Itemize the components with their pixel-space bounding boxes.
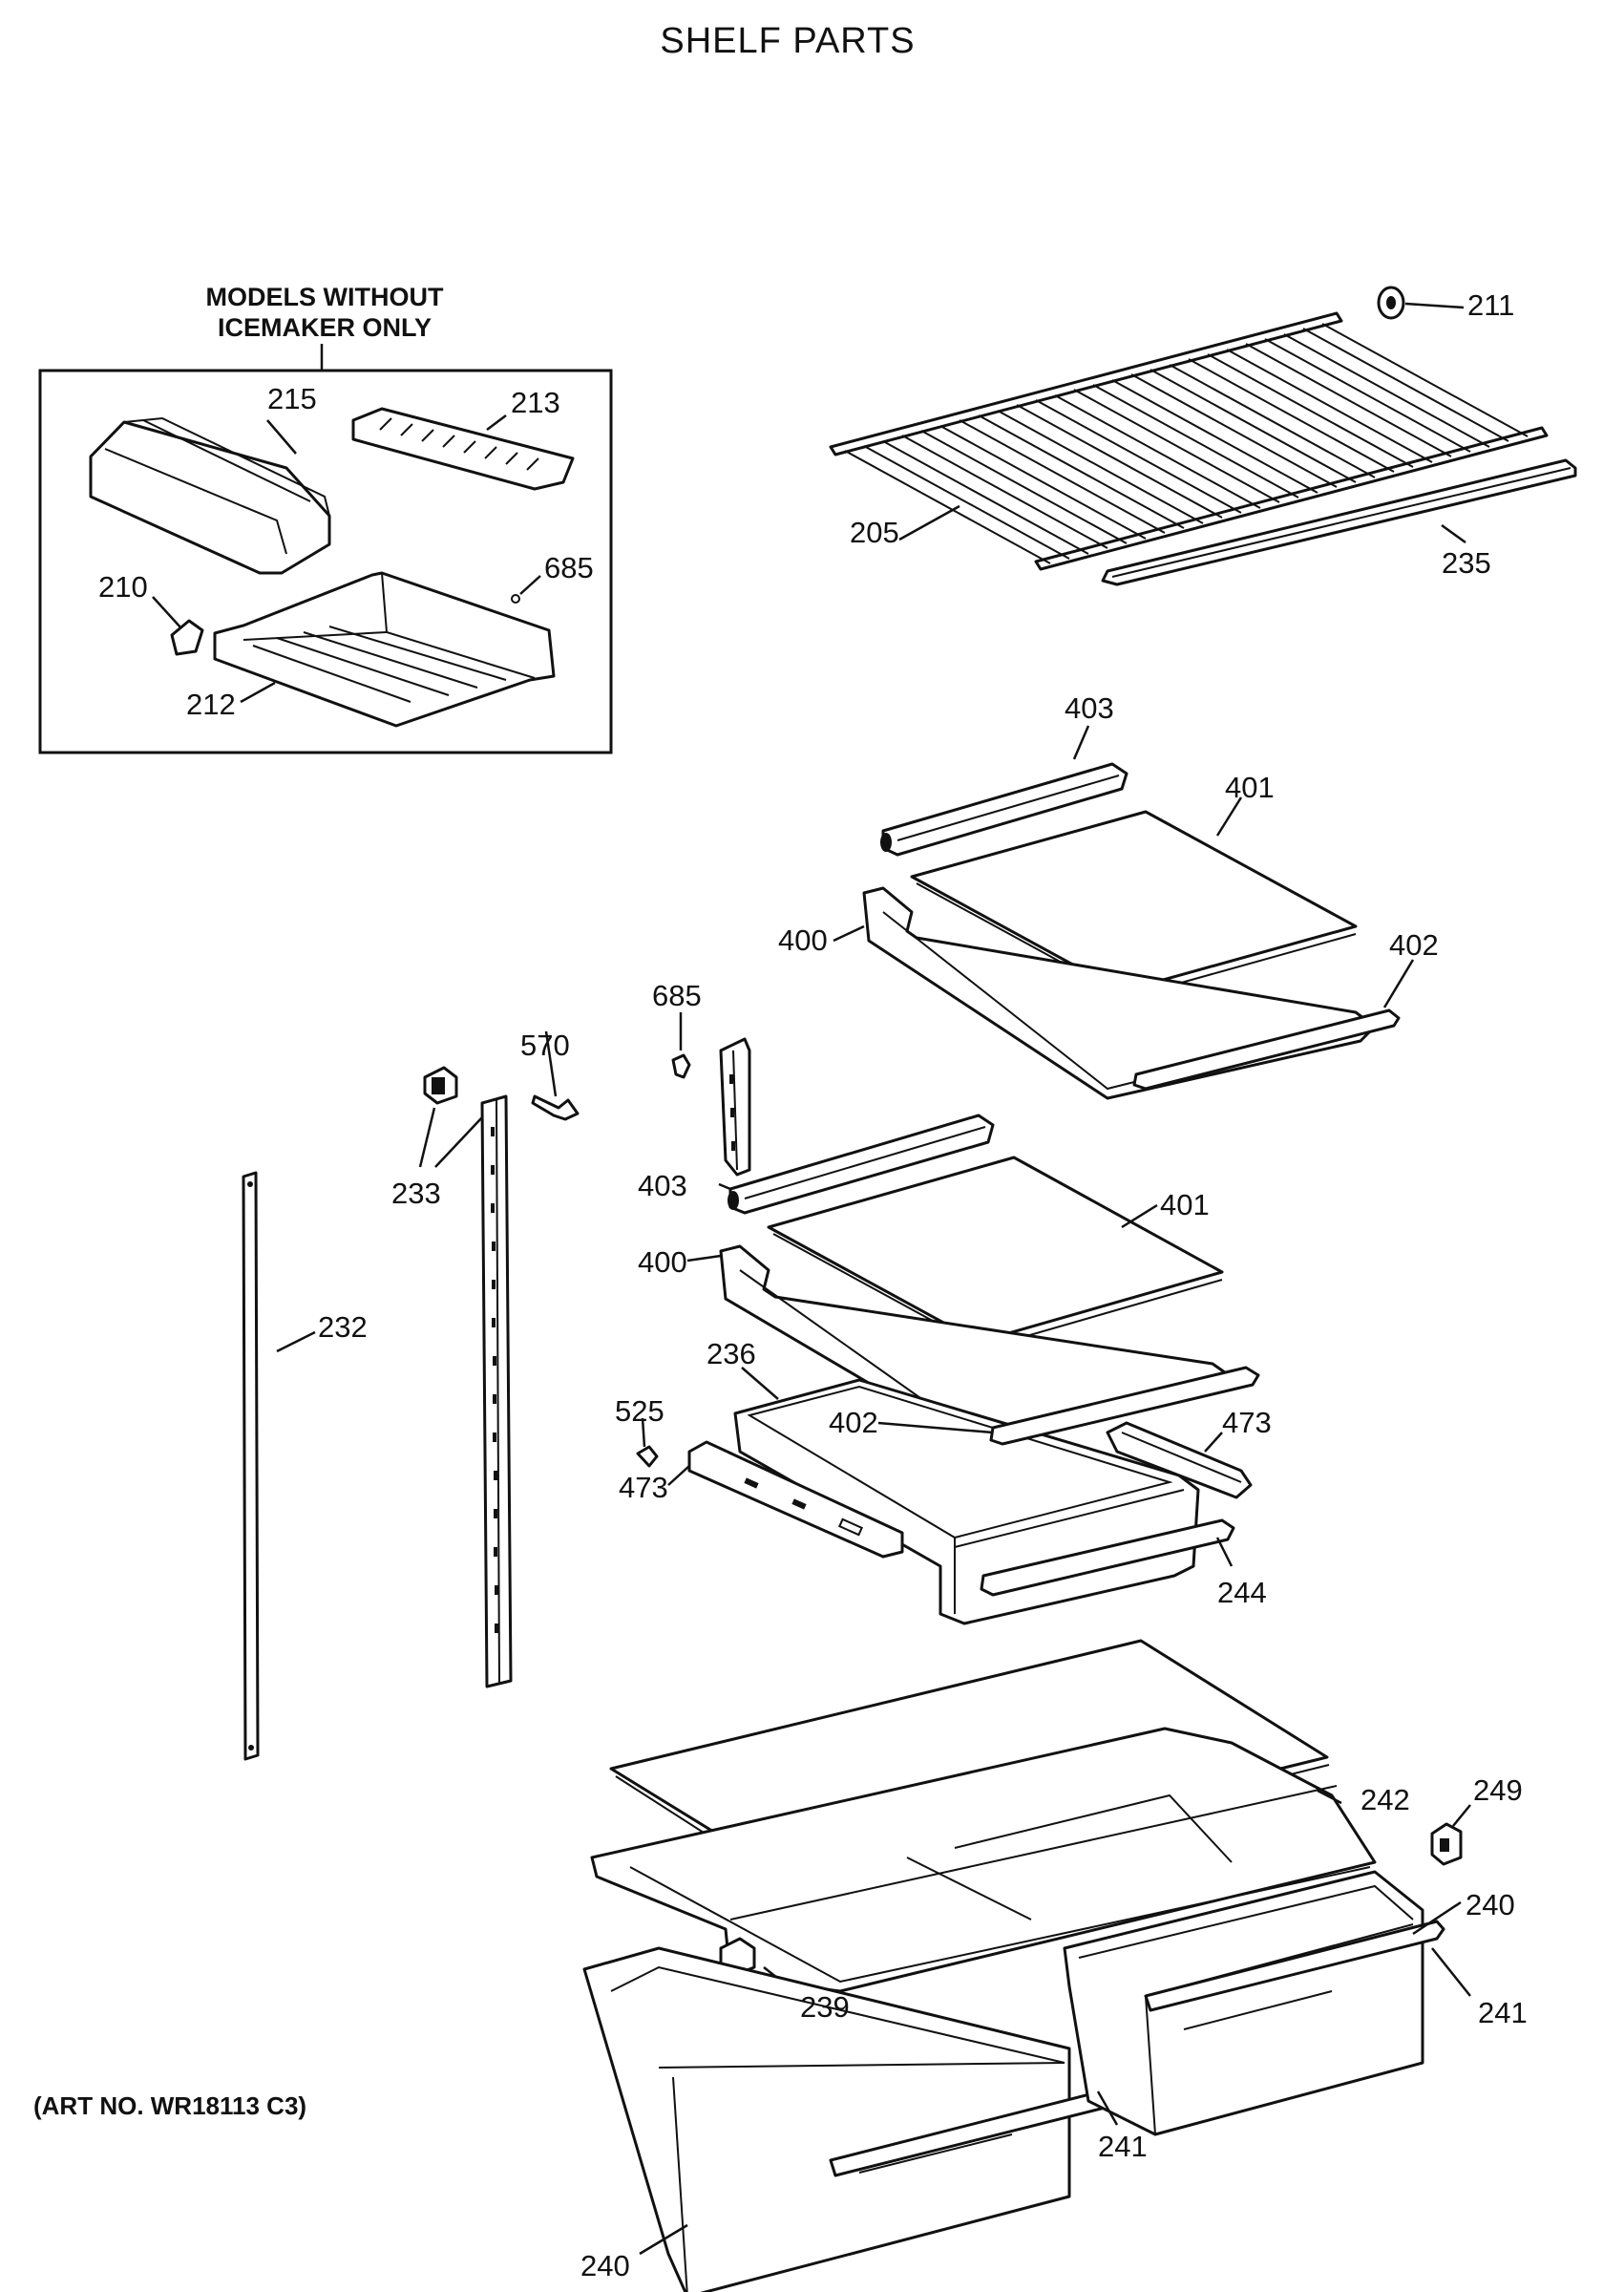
callout-210: 210 bbox=[98, 570, 148, 604]
callout-215: 215 bbox=[267, 382, 317, 415]
inset-heading-line1: MODELS WITHOUT bbox=[205, 283, 444, 311]
page-title: SHELF PARTS bbox=[660, 21, 916, 61]
part-249-clip bbox=[1430, 1804, 1471, 1866]
callout-240-right: 240 bbox=[1466, 1888, 1515, 1921]
leader-213 bbox=[486, 414, 507, 431]
callout-525: 525 bbox=[615, 1394, 664, 1428]
callout-685-inset: 685 bbox=[544, 551, 594, 584]
callout-233: 233 bbox=[391, 1177, 441, 1210]
part-213-ice-tray bbox=[351, 407, 575, 491]
callout-403-mid: 403 bbox=[638, 1169, 687, 1202]
leader-242 bbox=[1317, 1789, 1342, 1805]
part-403-mid-rail bbox=[728, 1114, 995, 1215]
part-473-right-slide bbox=[1106, 1421, 1253, 1499]
callout-239: 239 bbox=[800, 1990, 850, 2024]
callout-213: 213 bbox=[511, 386, 560, 419]
part-240-left-crisper bbox=[582, 1946, 1121, 2292]
part-upper-bracket bbox=[719, 1037, 751, 1177]
leader-400-mid bbox=[686, 1254, 722, 1263]
callout-249: 249 bbox=[1473, 1773, 1523, 1807]
part-244-drawer-trim bbox=[980, 1518, 1235, 1597]
part-402-top-trim bbox=[1132, 1008, 1401, 1091]
part-402-mid-trim bbox=[989, 1366, 1260, 1446]
callout-402-mid: 402 bbox=[829, 1406, 878, 1439]
part-210-knob bbox=[152, 596, 204, 656]
leader-402-mid bbox=[877, 1421, 994, 1434]
callout-685: 685 bbox=[652, 979, 702, 1012]
part-570-screw bbox=[531, 1030, 580, 1121]
part-240-right-crisper bbox=[1063, 1870, 1445, 2136]
leader-236 bbox=[741, 1367, 779, 1400]
callout-403-top: 403 bbox=[1065, 691, 1114, 725]
inset-heading-line2: ICEMAKER ONLY bbox=[217, 313, 432, 342]
leader-403-mid bbox=[718, 1182, 731, 1191]
callout-400-top: 400 bbox=[778, 923, 828, 957]
part-233-rail bbox=[480, 1094, 513, 1688]
callout-212: 212 bbox=[186, 688, 236, 721]
leader-240-right bbox=[1412, 1900, 1462, 1936]
callout-211: 211 bbox=[1467, 288, 1514, 322]
callout-241-mid: 241 bbox=[1098, 2130, 1148, 2163]
part-211-grommet bbox=[1377, 286, 1465, 320]
part-685-screw bbox=[671, 1012, 691, 1079]
callout-240-bottom: 240 bbox=[580, 2249, 630, 2282]
part-205-wire-shelf bbox=[829, 311, 1549, 571]
callout-570: 570 bbox=[520, 1029, 570, 1062]
part-685-inset-screw bbox=[511, 575, 541, 604]
callout-401-mid: 401 bbox=[1160, 1188, 1210, 1221]
callout-402-top: 402 bbox=[1389, 928, 1439, 962]
leader-473-left bbox=[667, 1465, 690, 1486]
leader-205 bbox=[898, 504, 960, 541]
callout-473-right: 473 bbox=[1222, 1406, 1272, 1439]
leader-240-bottom bbox=[639, 2223, 688, 2256]
leader-244 bbox=[1215, 1537, 1234, 1567]
callout-205: 205 bbox=[850, 516, 899, 549]
leader-232 bbox=[276, 1330, 316, 1353]
leader-400-top bbox=[833, 924, 865, 943]
callout-232: 232 bbox=[318, 1310, 368, 1344]
inset-heading: MODELS WITHOUT ICEMAKER ONLY bbox=[153, 282, 496, 343]
leader-241-mid bbox=[1096, 2090, 1119, 2126]
callout-236: 236 bbox=[707, 1337, 756, 1370]
part-525-screw bbox=[636, 1417, 659, 1468]
leader-401-mid bbox=[1121, 1203, 1158, 1229]
part-212-ice-tray-support bbox=[213, 571, 556, 728]
leader-212 bbox=[240, 681, 276, 704]
leader-473-right bbox=[1204, 1432, 1223, 1453]
leader-215 bbox=[266, 419, 297, 455]
callout-400-mid: 400 bbox=[638, 1245, 687, 1279]
leader-241-right bbox=[1431, 1947, 1471, 1997]
callout-473-left: 473 bbox=[619, 1471, 668, 1504]
part-232-rail bbox=[242, 1171, 260, 1761]
icemaker-inset bbox=[38, 344, 613, 754]
part-215-ice-bucket bbox=[89, 416, 331, 575]
part-473-left-slide bbox=[687, 1440, 904, 1559]
leader-401-top bbox=[1215, 796, 1243, 837]
callout-401-top: 401 bbox=[1225, 771, 1275, 804]
callout-235: 235 bbox=[1442, 546, 1491, 580]
leader-233 bbox=[418, 1107, 483, 1168]
part-235-shelf-trim bbox=[1101, 458, 1577, 586]
part-403-top-rail bbox=[880, 762, 1128, 857]
art-number: (ART NO. WR18113 C3) bbox=[33, 2091, 307, 2120]
leader-402-top bbox=[1382, 959, 1415, 1008]
callout-241-right: 241 bbox=[1478, 1996, 1528, 2029]
callout-242: 242 bbox=[1360, 1783, 1410, 1816]
callout-244: 244 bbox=[1217, 1576, 1267, 1609]
part-pan-cover-frame bbox=[590, 1727, 1377, 1993]
part-233-clip bbox=[423, 1066, 458, 1105]
leader-403-top bbox=[1072, 725, 1090, 760]
leader-235 bbox=[1441, 523, 1466, 544]
